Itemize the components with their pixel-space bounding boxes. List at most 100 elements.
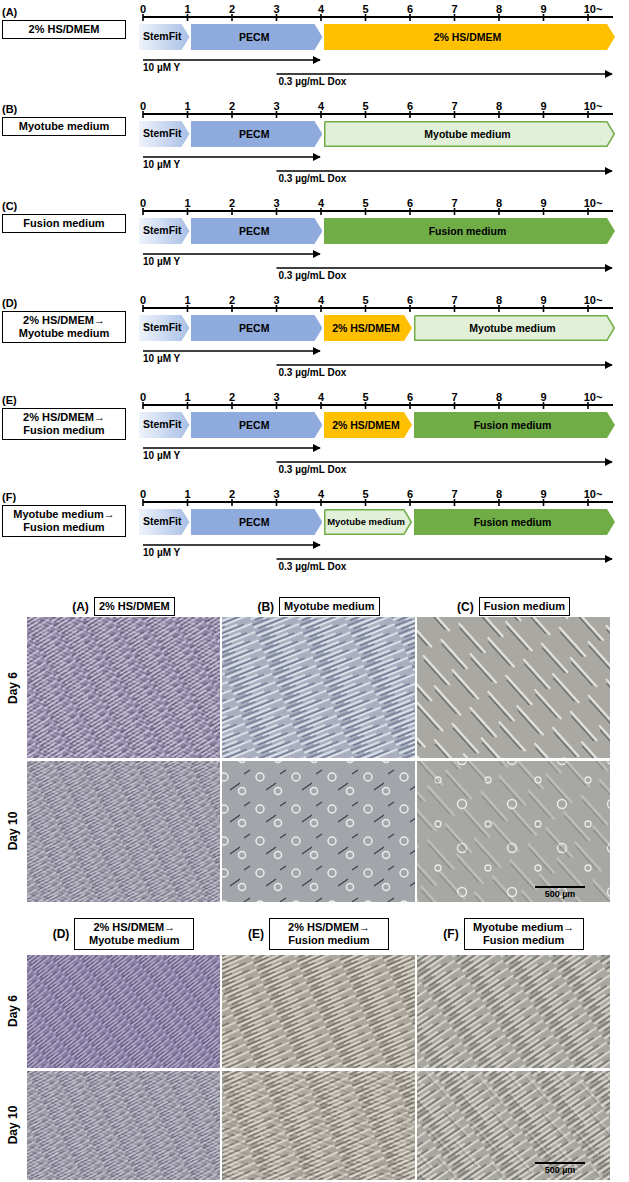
arrow-outline bbox=[414, 412, 615, 438]
arrow-label: StemFit bbox=[143, 516, 181, 528]
arrow-outline bbox=[414, 509, 615, 535]
treatment-label: 0.3 µg/mL Dox bbox=[279, 76, 347, 87]
day-number: 3 bbox=[273, 197, 279, 209]
micrograph bbox=[27, 761, 220, 902]
arrow-outline bbox=[324, 412, 412, 438]
medium-arrow: Fusion medium bbox=[414, 509, 615, 535]
day-number: 8 bbox=[496, 197, 502, 209]
day-number: 6 bbox=[407, 391, 413, 403]
arrow-outline bbox=[139, 24, 190, 50]
day-number: 9 bbox=[540, 391, 546, 403]
treatment-label: 10 µM Y bbox=[143, 450, 180, 461]
day-number: 0 bbox=[140, 197, 146, 209]
condition-text: 2% HS/DMEM→ Myotube medium bbox=[19, 314, 109, 339]
arrow-outline bbox=[139, 315, 190, 341]
day-number: 3 bbox=[273, 488, 279, 500]
day-number: 10~ bbox=[584, 488, 603, 500]
treatment-label: 0.3 µg/mL Dox bbox=[279, 270, 347, 281]
arrow-label: StemFit bbox=[143, 419, 181, 431]
medium-arrow: Myotube medium bbox=[324, 509, 412, 535]
label-border: Fusion medium bbox=[479, 597, 570, 616]
panel-header: (E)2% HS/DMEM→ Fusion medium bbox=[248, 918, 389, 950]
day-number: 1 bbox=[184, 197, 190, 209]
day-number: 8 bbox=[496, 391, 502, 403]
day-number: 3 bbox=[273, 3, 279, 15]
condition-text: Fusion medium bbox=[484, 600, 565, 612]
day-number: 10~ bbox=[584, 100, 603, 112]
day-number: 1 bbox=[184, 488, 190, 500]
panel-letter: (E) bbox=[2, 394, 126, 407]
arrow-outline bbox=[139, 509, 190, 535]
condition-text: Fusion medium bbox=[23, 217, 104, 229]
arrow-label: StemFit bbox=[143, 31, 181, 43]
scale-label: 500 µm bbox=[545, 889, 576, 899]
arrow-label: Myotube medium bbox=[327, 516, 405, 528]
panel-letter: (D) bbox=[2, 297, 126, 310]
micrograph bbox=[417, 955, 610, 1068]
micrograph bbox=[222, 761, 415, 902]
treatment-label: 10 µM Y bbox=[143, 256, 180, 267]
arrow-label: StemFit bbox=[143, 322, 181, 334]
arrow-label: PECM bbox=[239, 128, 269, 140]
treatment-label: 10 µM Y bbox=[143, 353, 180, 364]
row-label: Day 10 bbox=[7, 1106, 20, 1145]
day-number: 2 bbox=[229, 197, 235, 209]
panel-letter: (B) bbox=[2, 103, 126, 116]
day-number: 0 bbox=[140, 3, 146, 15]
day-number: 2 bbox=[229, 391, 235, 403]
arrow-label: Myotube medium bbox=[469, 322, 555, 334]
arrow-outline bbox=[139, 218, 190, 244]
treatment-label: 0.3 µg/mL Dox bbox=[279, 464, 347, 475]
row-label: Day 6 bbox=[7, 995, 20, 1027]
day-number: 1 bbox=[184, 3, 190, 15]
day-number: 7 bbox=[451, 3, 457, 15]
day-number: 6 bbox=[407, 488, 413, 500]
row-label: Day 6 bbox=[7, 672, 20, 704]
day-number: 7 bbox=[451, 488, 457, 500]
panel-header: (D) 2% HS/DMEM→ Myotube medium bbox=[53, 918, 195, 950]
day-number: 1 bbox=[184, 100, 190, 112]
treatment-label: 0.3 µg/mL Dox bbox=[279, 367, 347, 378]
day-number: 3 bbox=[273, 294, 279, 306]
arrow-outline bbox=[191, 509, 323, 535]
day-number: 7 bbox=[451, 100, 457, 112]
condition-text: 2% HS/DMEM bbox=[29, 23, 100, 35]
arrow-outline bbox=[325, 122, 615, 147]
day-number: 8 bbox=[496, 100, 502, 112]
day-number: 10~ bbox=[584, 391, 603, 403]
condition-label-box: (A)2% HS/DMEM bbox=[2, 6, 126, 39]
arrow-label: PECM bbox=[239, 225, 269, 237]
row-label: Day 10 bbox=[7, 812, 20, 851]
label-border: 2% HS/DMEM→ Myotube medium bbox=[74, 918, 194, 950]
day-number: 5 bbox=[362, 197, 368, 209]
label-border: Fusion medium bbox=[2, 214, 126, 233]
arrow-label: 2% HS/DMEM bbox=[332, 322, 400, 334]
micrograph-texture bbox=[417, 1071, 610, 1180]
day-number: 4 bbox=[318, 197, 324, 209]
medium-arrow: PECM bbox=[191, 315, 323, 341]
day-number: 7 bbox=[451, 197, 457, 209]
day-number: 0 bbox=[140, 100, 146, 112]
medium-arrow: StemFit bbox=[139, 315, 190, 341]
panel-letter: (D) bbox=[53, 927, 70, 941]
day-number: 0 bbox=[140, 294, 146, 306]
day-number: 8 bbox=[496, 294, 502, 306]
label-border: Myotube medium bbox=[279, 597, 379, 616]
day-number: 9 bbox=[540, 488, 546, 500]
micrograph bbox=[27, 955, 220, 1068]
medium-arrow: PECM bbox=[191, 412, 323, 438]
panel-header: (F)Myotube medium→ Fusion medium bbox=[443, 918, 583, 950]
label-border: 2% HS/DMEM bbox=[94, 597, 175, 616]
condition-label-box: (C)Fusion medium bbox=[2, 200, 126, 233]
day-number: 5 bbox=[362, 294, 368, 306]
treatment-label: 10 µM Y bbox=[143, 547, 180, 558]
micrograph bbox=[27, 617, 220, 758]
label-border: 2% HS/DMEM→ Fusion medium bbox=[269, 918, 389, 950]
medium-arrow: StemFit bbox=[139, 218, 190, 244]
micrograph-texture bbox=[27, 617, 220, 758]
panel-header: (C)Fusion medium bbox=[457, 597, 570, 616]
medium-arrow: Fusion medium bbox=[324, 218, 615, 244]
day-number: 2 bbox=[229, 294, 235, 306]
micrograph bbox=[417, 761, 610, 902]
arrow-outline bbox=[191, 315, 323, 341]
